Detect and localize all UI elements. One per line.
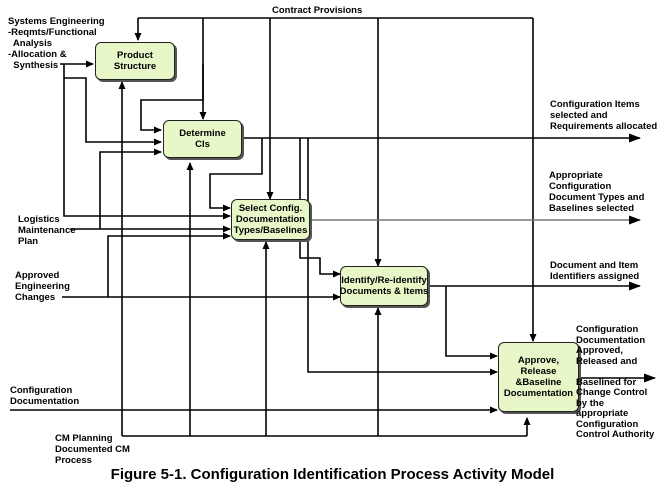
- figure-caption: Figure 5-1. Configuration Identification…: [110, 466, 555, 483]
- systems-engineering-label: Systems Engineering -Reqmts/Functional A…: [8, 16, 105, 71]
- se-to-select: [63, 64, 231, 220]
- logistics-label: Logistics Maintenance Plan: [18, 214, 76, 247]
- determine-cis-box: Determine CIs: [163, 120, 242, 158]
- se-to-determine: [64, 77, 162, 146]
- contract-provisions-label: Contract Provisions: [272, 5, 363, 16]
- config-documentation-label: Configuration Documentation: [10, 385, 80, 407]
- output-identifiers-label: Document and Item Identifiers assigned: [550, 260, 640, 282]
- output-config-items-label: Configuration Items selected and Require…: [550, 99, 658, 132]
- approved-changes-label: Approved Engineering Changes: [15, 270, 70, 303]
- changes-to-select: [107, 232, 231, 297]
- output-approved-docs-label: Configuration Documentation Approved, Re…: [576, 324, 655, 440]
- determine-to-select: [209, 138, 263, 212]
- output-doc-types-label: Appropriate Configuration Document Types…: [549, 170, 645, 214]
- approve-box: Approve, Release &Baseline Documentation: [498, 342, 579, 412]
- select-config-box: Select Config. Documentation Types/Basel…: [231, 199, 310, 240]
- product-structure-box: Product Structure: [95, 42, 175, 80]
- cm-planning-label: CM Planning Documented CM Process: [55, 433, 130, 466]
- identify-to-approve: [445, 286, 498, 360]
- logistics-to-determine: [99, 148, 162, 229]
- identify-box: Identify/Re-identify Documents & Items: [340, 266, 428, 306]
- product-to-determine: [140, 64, 204, 134]
- determine-to-approve: [307, 138, 498, 376]
